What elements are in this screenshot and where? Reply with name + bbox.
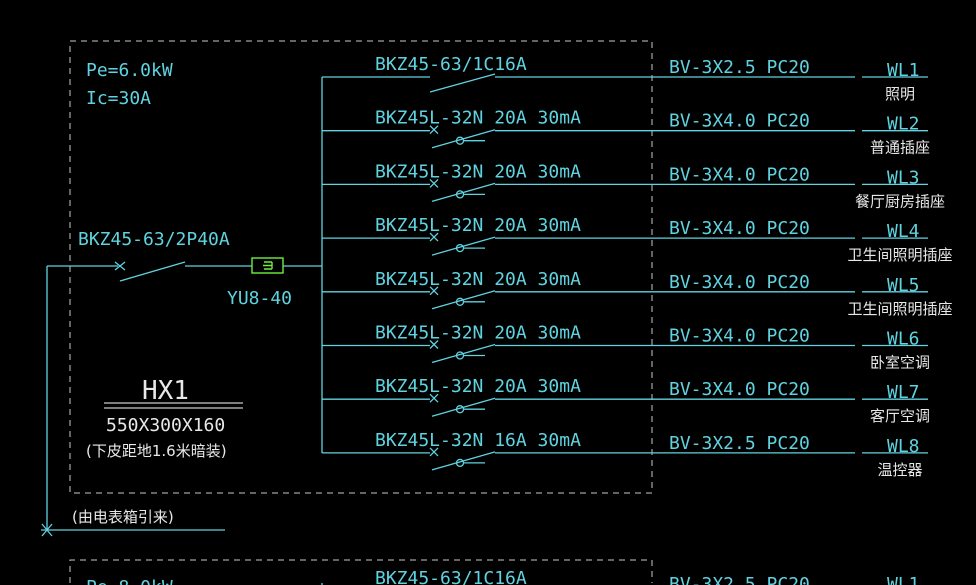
breaker-cross xyxy=(429,232,439,242)
cable-label: BV-3X4.0 PC20 xyxy=(669,164,810,185)
breaker-label: BKZ45L-32N 20A 30mA xyxy=(375,108,581,129)
circuit-row: BKZ45L-32N 16A 30mA BV-3X2.5 PC20 WL8 温控器 xyxy=(322,430,928,479)
circuit-description: 照明 xyxy=(885,85,915,103)
breaker-label: BKZ45L-32N 20A 30mA xyxy=(375,323,581,344)
circuit-group: BKZ45-63/1C16A BV-3X2.5 PC20 WL1 照明 BKZ45L-3… xyxy=(322,54,953,479)
circuit-description: 普通插座 xyxy=(870,139,930,157)
circuit-row: BKZ45L-32N 20A 30mA BV-3X4.0 PC20 WL6 卧室空调 xyxy=(322,323,930,372)
circuit-row: BKZ45L-32N 20A 30mA BV-3X4.0 PC20 WL2 普通插座 xyxy=(322,108,930,157)
incoming-feeder xyxy=(41,265,225,537)
next-panel-breaker: BKZ45-63/1C16A xyxy=(375,568,527,585)
breaker-cross xyxy=(429,393,439,403)
breaker-label: BKZ45L-32N 20A 30mA xyxy=(375,161,581,182)
circuit-row: BKZ45L-32N 20A 30mA BV-3X4.0 PC20 WL3 餐厅厨房插… xyxy=(322,161,945,210)
circuit-id: WL7 xyxy=(887,382,920,403)
main-breaker-label: BKZ45-63/2P40A xyxy=(78,229,230,250)
circuit-id: WL3 xyxy=(887,167,920,188)
circuit-id: WL4 xyxy=(887,221,920,242)
circuit-description: 卧室空调 xyxy=(870,354,930,372)
box-name: HX1 xyxy=(142,376,189,406)
breaker-label: BKZ45L-32N 20A 30mA xyxy=(375,215,581,236)
breaker-contact xyxy=(429,73,496,93)
next-panel-pe: Pe=8.0kW xyxy=(86,577,173,585)
rcd-indicator xyxy=(455,297,465,306)
circuit-description: 餐厅厨房插座 xyxy=(855,192,945,210)
circuit-row: BKZ45L-32N 20A 30mA BV-3X4.0 PC20 WL5 卫生间照明… xyxy=(322,269,953,318)
circuit-id: WL1 xyxy=(887,60,920,81)
box-size: 550X300X160 xyxy=(106,415,225,436)
breaker-cross xyxy=(429,125,439,135)
breaker-cross xyxy=(429,447,439,457)
next-panel: Pe=8.0kW BKZ45-63/1C16A BV-3X2.5 PC20 WL… xyxy=(86,568,920,585)
cable-label: BV-3X4.0 PC20 xyxy=(669,218,810,239)
circuit-description: 客厅空调 xyxy=(870,407,930,425)
cable-label: BV-3X4.0 PC20 xyxy=(669,111,810,132)
circuit-description: 卫生间照明插座 xyxy=(847,300,952,318)
rcd-indicator xyxy=(455,351,465,360)
rcd-indicator xyxy=(455,405,465,414)
circuit-row: BKZ45L-32N 20A 30mA BV-3X4.0 PC20 WL4 卫生间照明… xyxy=(322,215,953,264)
circuit-row: BKZ45L-32N 20A 30mA BV-3X4.0 PC20 WL7 客厅空调 xyxy=(322,376,930,425)
incoming-note: (由电表箱引来) xyxy=(72,508,174,526)
circuit-id: WL2 xyxy=(887,114,920,135)
breaker-cross xyxy=(429,340,439,349)
next-panel-id: WL1 xyxy=(887,574,920,585)
rcd-indicator xyxy=(455,136,465,145)
cable-label: BV-3X4.0 PC20 xyxy=(669,272,810,293)
panel-boundary xyxy=(69,40,653,494)
ic-label: Ic=30A xyxy=(86,88,151,109)
box-name-underline xyxy=(104,402,243,409)
box-install-note: (下皮距地1.6米暗装) xyxy=(86,442,227,460)
circuit-description: 卫生间照明插座 xyxy=(847,246,952,264)
pe-label: Pe=6.0kW xyxy=(86,60,173,81)
circuit-id: WL6 xyxy=(887,329,920,350)
circuit-id: WL8 xyxy=(887,436,920,457)
breaker-label: BKZ45L-32N 20A 30mA xyxy=(375,269,581,290)
breaker-label: BKZ45-63/1C16A xyxy=(375,54,527,75)
rcd-indicator xyxy=(455,190,465,199)
surge-protector-symbol xyxy=(251,257,322,274)
next-panel-boundary xyxy=(69,559,653,583)
breaker-label: BKZ45L-32N 20A 30mA xyxy=(375,376,581,397)
circuit-row: BKZ45-63/1C16A BV-3X2.5 PC20 WL1 照明 xyxy=(322,54,928,103)
next-panel-cable: BV-3X2.5 PC20 xyxy=(669,574,810,585)
breaker-cross xyxy=(429,178,439,188)
breaker-label: BKZ45L-32N 16A 30mA xyxy=(375,430,581,451)
cable-label: BV-3X4.0 PC20 xyxy=(669,379,810,400)
circuit-id: WL5 xyxy=(887,275,920,296)
circuit-description: 温控器 xyxy=(877,461,922,479)
breaker-cross xyxy=(429,286,439,296)
rcd-indicator xyxy=(455,458,465,468)
cable-label: BV-3X2.5 PC20 xyxy=(669,433,810,454)
cable-label: BV-3X4.0 PC20 xyxy=(669,326,810,347)
cable-label: BV-3X2.5 PC20 xyxy=(669,57,810,78)
surge-protector-label: YU8-40 xyxy=(227,288,292,309)
main-breaker-symbol xyxy=(114,261,252,282)
rcd-indicator xyxy=(455,243,465,253)
